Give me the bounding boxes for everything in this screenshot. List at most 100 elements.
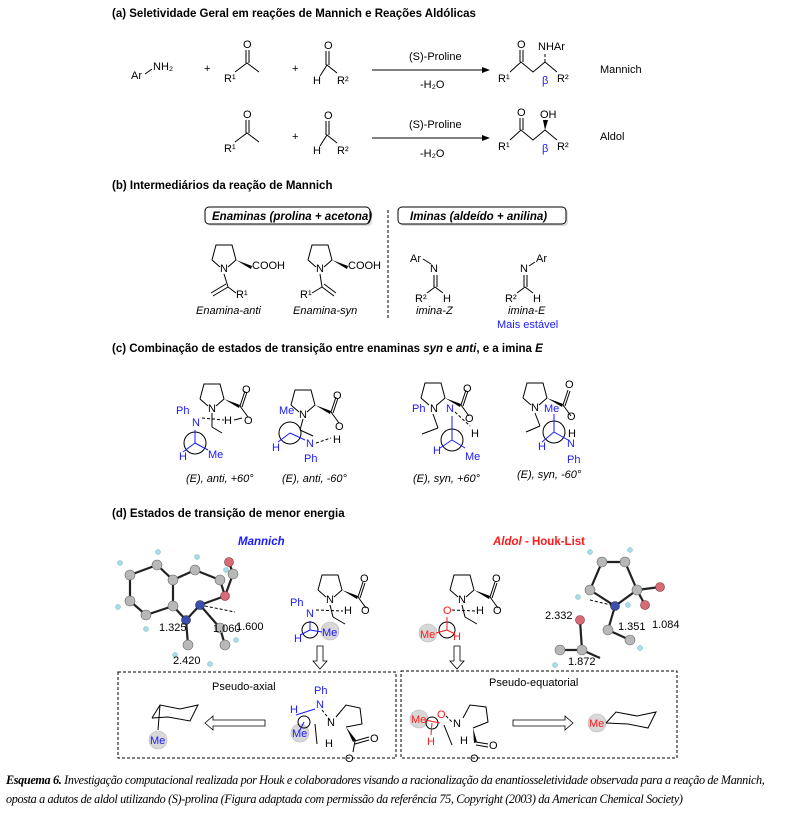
atom-h: H [427, 736, 435, 748]
atom-o: O [242, 384, 251, 396]
beta-carbon-label: β [542, 143, 548, 155]
ketone-r1: R¹ [224, 143, 236, 155]
distance-label: 1.600 [236, 621, 264, 633]
atom-o: O [370, 733, 379, 745]
imines-box-label: Iminas (aldeído + anilina) [410, 211, 547, 223]
catalyst-label: (S)-Proline [409, 51, 462, 63]
atom-n: N [458, 594, 466, 606]
pseudo-axial-box [117, 671, 397, 759]
imine-e-structure: N Ar R² H imina-E Mais estável [497, 253, 558, 331]
more-stable-note: Mais estável [497, 319, 558, 331]
caption-text: Investigação computacional realizada por… [6, 773, 765, 806]
enamine-anti-structure: N COOH R¹ Enamina-anti [196, 244, 285, 317]
atom-ph: Ph [567, 454, 580, 466]
atom-ph: Ph [290, 597, 303, 609]
atom-n: N [220, 263, 228, 275]
atom-h: H [333, 434, 341, 446]
atom-n: N [306, 438, 314, 450]
atom-h: H [325, 738, 333, 750]
ketone-o: O [243, 39, 252, 51]
amine-nh2: NH₂ [153, 61, 173, 73]
ketone-structure: R¹ O [224, 109, 260, 155]
atom-me: Me [208, 449, 223, 461]
atom-me: Me [279, 405, 294, 417]
distance-label: 1.060 [213, 623, 241, 635]
aldehyde-r2: R² [337, 145, 349, 157]
atom-h: H [433, 445, 441, 457]
mannich-3d-model: 1.600 1.325 1.060 2.420 [115, 549, 264, 667]
transition-state-syn-minus60: N O O H Me N H Ph (E), syn, -60° [517, 379, 582, 481]
down-arrow-icon [312, 645, 328, 670]
atom-ph: Ph [314, 685, 327, 697]
section-a-title: (a) Seletividade Geral em reações de Man… [112, 8, 476, 20]
aldehyde-o: O [324, 110, 333, 122]
ts-label: (E), syn, +60° [413, 473, 481, 485]
down-arrow-icon [449, 645, 465, 670]
distance-label: 1.325 [159, 622, 187, 634]
atom-r2: R² [415, 293, 427, 305]
atom-n: N [316, 263, 324, 275]
product-o: O [517, 107, 526, 119]
caption-label: Esquema 6. [6, 773, 62, 787]
imine-z-structure: Ar N R² H imina-Z [410, 253, 454, 317]
atom-h: H [290, 704, 298, 716]
enamine-syn-structure: N COOH R¹ Enamina-syn [293, 244, 381, 317]
atom-o: O [565, 379, 574, 391]
atom-r1: R¹ [236, 289, 248, 301]
mannich-label: Mannich [238, 536, 285, 548]
atom-o: O [333, 390, 342, 402]
atom-n: N [192, 417, 200, 429]
cyclohexane-axial-me: Me [148, 704, 199, 750]
aldol-label: Aldol [492, 536, 523, 548]
atom-o: O [470, 753, 479, 765]
imines-box [397, 206, 567, 225]
atom-ph: Ph [412, 403, 425, 415]
section-d-title: (d) Estados de transição de menor energi… [112, 508, 345, 520]
atom-me: Me [411, 714, 426, 726]
plus-sign: + [292, 131, 298, 143]
aldol-ts-structure: N O O H O Me H [418, 573, 502, 643]
atom-o: O [360, 573, 369, 585]
figure-caption: Esquema 6. Investigação computacional re… [6, 771, 786, 809]
atom-r2: R² [505, 293, 517, 305]
aldehyde-structure: H O R² [313, 40, 349, 87]
atom-o: O [437, 709, 446, 721]
enamines-box [204, 206, 371, 225]
catalyst-label: (S)-Proline [409, 119, 462, 131]
distance-label: 2.420 [173, 655, 201, 667]
ts-label: (E), anti, +60° [186, 473, 254, 485]
aldol-reaction-row: R¹ O + H O R² (S)-Proline -H₂O R¹ O OH β… [224, 107, 624, 160]
atom-o: O [244, 415, 253, 427]
title-text: (c) Combinação de estados de transição e… [112, 343, 423, 355]
atom-h: H [538, 441, 546, 453]
pseudo-equatorial-ts-structure: Me H O N O H O [409, 704, 498, 765]
aldehyde-h: H [313, 145, 321, 157]
atom-h: H [533, 293, 541, 305]
aldol-3d-model: 2.332 1.351 1.084 1.872 [545, 547, 680, 668]
product-r2: R² [557, 141, 569, 153]
atom-n: N [299, 409, 307, 421]
atom-n: N [520, 263, 528, 275]
atom-h: H [179, 451, 187, 463]
aldehyde-h: H [313, 75, 321, 87]
aldehyde-structure: H O R² [313, 110, 349, 157]
atom-o: O [361, 605, 370, 617]
atom-o: O [567, 411, 576, 423]
structure-label: Enamina-syn [293, 305, 357, 317]
atom-o: O [492, 573, 501, 585]
aldol-product-structure: R¹ O OH β R² [498, 107, 569, 155]
atom-o: O [463, 383, 472, 395]
atom-n: N [316, 699, 324, 711]
atom-me: Me [322, 627, 337, 639]
section-c-title: (c) Combinação de estados de transição e… [112, 343, 543, 355]
reaction-name-aldol: Aldol [600, 131, 624, 143]
title-e: E [535, 343, 543, 355]
atom-ph: Ph [304, 453, 317, 465]
mannich-ts-structure: N O O H Ph N H Me [290, 573, 370, 645]
plus-sign: + [292, 63, 298, 75]
transition-state-anti-plus60: N O O H Ph N H Me (E), anti, +60° [176, 383, 254, 485]
plus-sign: + [204, 63, 210, 75]
atom-o: O [465, 413, 474, 425]
atom-me: Me [589, 718, 604, 730]
atom-n: N [326, 594, 334, 606]
